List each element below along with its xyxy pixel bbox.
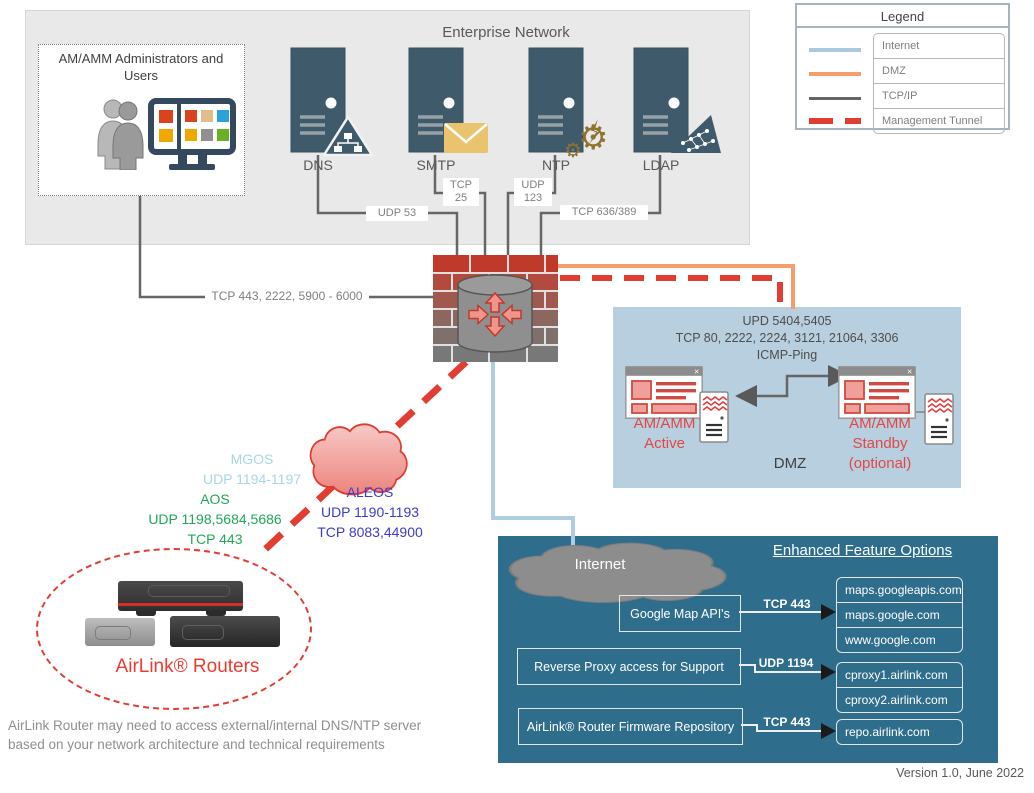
am-amm-active-label: AM/AMM Active	[633, 415, 696, 452]
arrow-left-icon	[735, 385, 757, 407]
svg-text:×: ×	[907, 367, 912, 377]
users-icon	[97, 99, 144, 170]
legend: Legend Internet DMZ TCP/IP Management Tu…	[795, 3, 1010, 134]
repo-domains: repo.airlink.com	[836, 719, 963, 745]
server-label-smtp: SMTP	[416, 157, 456, 173]
ntp-server-icon: ⚙ ⚙	[528, 47, 608, 159]
enterprise-network-title: Enterprise Network	[442, 24, 570, 41]
dmz-line-swatch	[809, 72, 861, 76]
enhanced-feature-options-title: Enhanced Feature Options	[772, 542, 953, 559]
ldap-server-icon	[633, 47, 721, 153]
dmz-ports: UPD 5404,5405 TCP 80, 2222, 2224, 3121, …	[618, 313, 956, 364]
gears-icon: ⚙ ⚙	[564, 118, 608, 159]
dmz-ports-line1: UPD 5404,5405	[742, 314, 832, 328]
domain-cproxy2: cproxy2.airlink.com	[837, 687, 962, 712]
domain-repo-airlink: repo.airlink.com	[845, 725, 930, 739]
legend-item-tcpip: TCP/IP	[874, 83, 1004, 108]
port-label-reverse-proxy: UDP 1194	[758, 656, 814, 670]
svg-text:⚙: ⚙	[564, 138, 582, 159]
admin-users-label: AM/AMM Administrators and Users	[58, 51, 224, 83]
arrow-right-icon	[821, 604, 836, 620]
server-label-ntp: NTP	[542, 157, 570, 173]
router-dark	[170, 616, 280, 647]
envelope-icon	[444, 123, 488, 153]
svg-text:×: ×	[694, 367, 699, 377]
am-amm-standby-label: AM/AMM Standby (optional)	[848, 415, 912, 472]
feature-reverse-proxy: Reverse Proxy access for Support	[517, 648, 741, 685]
firmware-repo-line	[741, 724, 822, 732]
footnote: AirLink Router may need to access extern…	[8, 718, 422, 752]
management-tunnel-swatch	[809, 118, 861, 124]
directory-tree-icon	[671, 115, 721, 153]
dns-server-icon	[290, 47, 375, 157]
airlink-routers-ellipse	[36, 548, 312, 710]
legend-labels: Internet DMZ TCP/IP Management Tunnel	[873, 33, 1005, 134]
server-label-ldap: LDAP	[642, 157, 680, 173]
dashboard-monitor-icon	[148, 98, 236, 170]
reverse-proxy-line	[739, 664, 822, 673]
google-domains: maps.googleapis.com maps.google.com www.…	[836, 577, 963, 653]
arrow-right-icon	[821, 723, 836, 739]
legend-item-internet: Internet	[882, 40, 920, 52]
server-label-dns: DNS	[303, 157, 333, 173]
port-label-ntp: UDP 123	[514, 178, 552, 206]
domain-cproxy1: cproxy1.airlink.com	[845, 668, 948, 682]
aleos-protocols: ALEOS UDP 1190-1193 TCP 8083,44900	[317, 484, 423, 540]
feature-firmware-repo: AirLink® Router Firmware Repository	[518, 708, 743, 745]
cproxy-domains: cproxy1.airlink.com cproxy2.airlink.com	[836, 662, 963, 713]
port-label-google-maps: TCP 443	[763, 597, 811, 611]
dmz-ports-line3: ICMP-Ping	[756, 348, 818, 362]
legend-item-management-tunnel: Management Tunnel	[874, 108, 1004, 133]
port-label-admin: TCP 443, 2222, 5900 - 6000	[205, 289, 369, 304]
failover-arrow-line	[757, 374, 828, 398]
dmz-label: DMZ	[773, 455, 807, 472]
am-amm-active-app-icon: ×	[625, 366, 703, 419]
legend-title: Legend	[797, 5, 1008, 28]
am-amm-active-server-icon	[699, 391, 729, 443]
port-label-firmware-repo: TCP 443	[763, 715, 811, 729]
port-label-smtp: TCP 25	[443, 178, 479, 206]
internet-cloud-label: Internet	[574, 556, 626, 573]
dmz-ports-line2: TCP 80, 2222, 2224, 3121, 21064, 3306	[675, 331, 899, 345]
domain-maps-googleapis: maps.googleapis.com	[845, 583, 962, 597]
internet-line-swatch	[809, 48, 861, 52]
am-amm-standby-app-icon: ×	[838, 366, 916, 419]
domain-www-google: www.google.com	[837, 627, 962, 652]
smtp-server-icon	[408, 47, 488, 153]
dmz-line	[558, 264, 795, 309]
legend-item-dmz: DMZ	[874, 58, 1004, 83]
port-label-dns: UDP 53	[366, 206, 428, 221]
tcpip-line-swatch	[809, 97, 861, 100]
feature-google-maps: Google Map API's	[619, 595, 741, 632]
firewall-icon	[433, 255, 558, 362]
router-mg90	[118, 581, 243, 616]
version-label: Version 1.0, June 2022	[896, 766, 1024, 780]
airlink-routers-label: AirLink® Routers	[115, 656, 260, 677]
domain-maps-google: maps.google.com	[837, 602, 962, 627]
mgos-protocols: MGOS UDP 1194-1197	[202, 451, 302, 487]
router-gray	[85, 618, 155, 646]
management-tunnel-to-routers	[255, 359, 469, 559]
routing-arrows-icon	[468, 291, 522, 338]
internet-line	[491, 360, 575, 552]
aos-protocols: AOS UDP 1198,5684,5686 TCP 443	[148, 491, 282, 547]
am-amm-standby-server-icon	[924, 393, 954, 445]
arrow-right-icon	[821, 664, 836, 680]
management-tunnel-to-dmz	[560, 275, 783, 308]
port-label-ldap: TCP 636/389	[560, 205, 648, 220]
